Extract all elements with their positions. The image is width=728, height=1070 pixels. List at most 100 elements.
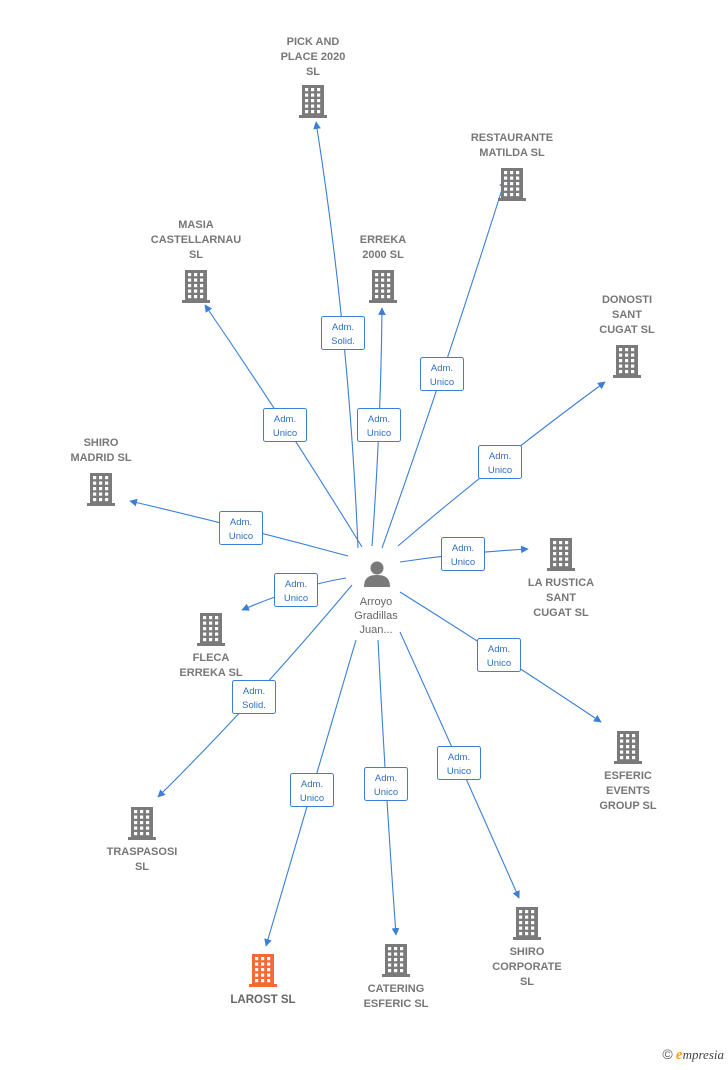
building-icon: [128, 807, 156, 840]
company-label-line: ESFERIC: [604, 770, 652, 782]
role-text-line: Unico: [229, 531, 253, 542]
company-label-line: SL: [135, 861, 149, 873]
role-badge-box: [274, 573, 318, 607]
role-badge-rustica[interactable]: Adm.Unico: [441, 537, 485, 571]
company-label-line: MASIA: [178, 219, 214, 231]
role-text-line: Adm.: [368, 414, 390, 425]
company-label-line: FLECA: [193, 652, 230, 664]
role-badge-box: [357, 408, 401, 442]
company-label-line: TRASPASOSI: [107, 846, 178, 858]
company-label-line: RESTAURANTE: [471, 132, 553, 144]
role-badge-esferic[interactable]: Adm. Unico: [477, 638, 521, 672]
company-label-line: ERREKA: [360, 234, 407, 246]
company-node-larost[interactable]: LAROST SL: [230, 954, 296, 1006]
role-badge-box: [232, 680, 276, 714]
role-text-line: Unico: [488, 465, 512, 476]
company-label-line: MADRID SL: [70, 452, 131, 464]
brand-logo-text: mpresia: [682, 1047, 724, 1062]
company-label-line: SL: [520, 976, 534, 988]
building-icon: [614, 731, 642, 764]
role-badge-box: [437, 746, 481, 780]
role-badge-shiromadrid[interactable]: Adm. Unico: [219, 511, 263, 545]
company-label-line: SHIRO: [510, 946, 545, 958]
role-text-line: Unico: [487, 658, 511, 669]
role-badge-fleca[interactable]: Adm.Unico: [274, 573, 318, 607]
company-node-traspasosi[interactable]: TRASPASOSI SL: [107, 807, 178, 873]
company-label-line: CATERING: [368, 983, 425, 995]
building-icon: [513, 907, 541, 940]
company-label-line: LA RUSTICA: [528, 577, 594, 589]
brand-logo-e: e: [675, 1047, 683, 1063]
building-icon: [197, 613, 225, 646]
building-icon: [547, 538, 575, 571]
role-badge-box: [420, 357, 464, 391]
role-text-line: Adm.: [274, 414, 296, 425]
building-icon: [182, 270, 210, 303]
building-icon: [382, 944, 410, 977]
company-label-line: CUGAT SL: [533, 607, 589, 619]
company-label-line: DONOSTI: [602, 294, 652, 306]
role-text-line: Solid.: [242, 700, 266, 711]
company-node-shiromadrid[interactable]: SHIRO MADRID SL: [70, 437, 132, 506]
role-badge-erreka2000[interactable]: Adm. Unico: [357, 408, 401, 442]
role-badge-masia[interactable]: Adm. Unico: [263, 408, 307, 442]
role-badge-box: [290, 773, 334, 807]
footer-brand: © empresia: [662, 1046, 724, 1064]
role-text-line: Adm.: [332, 322, 354, 333]
company-node-donosti[interactable]: DONOSTI SANT CUGAT SL: [599, 294, 655, 378]
role-badge-box: [478, 445, 522, 479]
role-badge-box: [321, 316, 365, 350]
company-node-restaurante[interactable]: RESTAURANTE MATILDA SL: [471, 132, 553, 201]
company-label-line: EVENTS: [606, 785, 650, 797]
role-badge-traspasosi[interactable]: Adm.Solid.: [232, 680, 276, 714]
role-text-line: Unico: [273, 428, 297, 439]
roles-layer: Adm.Solid.Adm.UnicoAdm.UnicoAdm.UnicoAdm…: [219, 316, 522, 807]
role-text-line: Solid.: [331, 336, 355, 347]
center-person[interactable]: Arroyo Gradillas Juan...: [354, 561, 398, 637]
person-icon: [364, 561, 390, 587]
role-badge-donosti[interactable]: Adm. Unico: [478, 445, 522, 479]
company-label-line: SANT: [612, 309, 642, 321]
role-text-line: Unico: [430, 377, 454, 388]
role-badge-catering[interactable]: Adm.Unico: [364, 767, 408, 801]
company-label-line: LAROST SL: [230, 994, 295, 1006]
building-icon: [87, 473, 115, 506]
role-text-line: Adm.: [489, 451, 511, 462]
company-node-esferic[interactable]: ESFERIC EVENTS GROUP SL: [599, 731, 657, 812]
company-label-line: SL: [306, 66, 320, 78]
role-text-line: Adm.: [301, 779, 323, 790]
role-badge-larost[interactable]: Adm.Unico: [290, 773, 334, 807]
company-label-line: CUGAT SL: [599, 324, 655, 336]
role-badge-box: [364, 767, 408, 801]
role-text-line: Adm.: [230, 517, 252, 528]
role-badge-pick[interactable]: Adm. Solid.: [321, 316, 365, 350]
role-text-line: Unico: [374, 787, 398, 798]
building-icon: [498, 168, 526, 201]
company-label-line: PLACE 2020: [281, 51, 346, 63]
role-badge-box: [477, 638, 521, 672]
role-badge-box: [441, 537, 485, 571]
company-label-line: SHIRO: [84, 437, 119, 449]
company-label-line: MATILDA SL: [479, 147, 545, 159]
person-name-line: Juan...: [359, 624, 392, 636]
role-text-line: Adm.: [488, 644, 510, 655]
role-text-line: Unico: [367, 428, 391, 439]
role-badge-restaurante[interactable]: Adm.Unico: [420, 357, 464, 391]
company-label-line: PICK AND: [287, 36, 340, 48]
company-label-line: CASTELLARNAU: [151, 234, 241, 246]
company-label-line: SL: [189, 249, 203, 261]
role-text-line: Adm.: [452, 543, 474, 554]
role-text-line: Unico: [284, 593, 308, 604]
company-node-masia[interactable]: MASIA CASTELLARNAU SL: [151, 219, 241, 303]
company-label-line: GROUP SL: [599, 800, 657, 812]
building-icon: [249, 954, 277, 987]
role-badge-shirocorp[interactable]: Adm.Unico: [437, 746, 481, 780]
